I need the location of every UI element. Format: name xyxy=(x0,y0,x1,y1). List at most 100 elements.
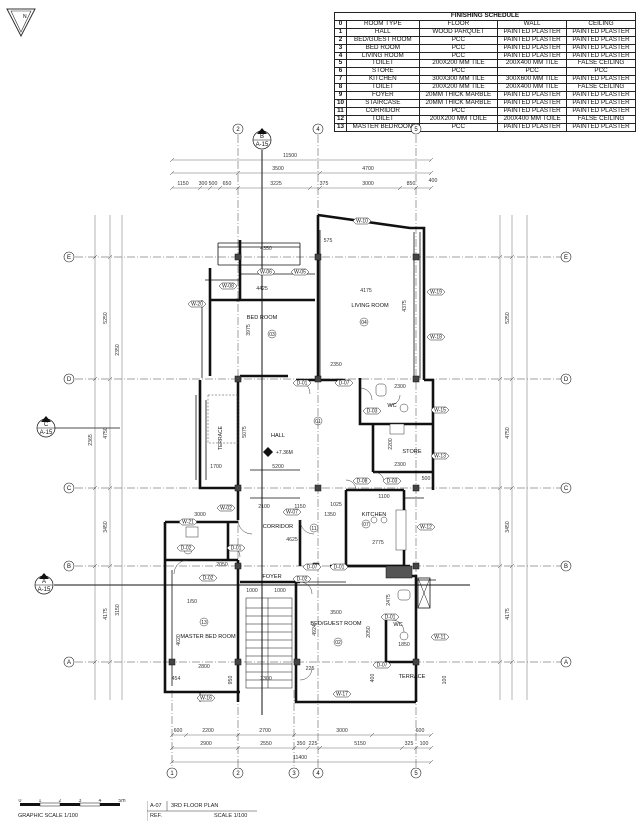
window-tag: W-18 xyxy=(426,333,446,341)
room-kitchen: KITCHEN xyxy=(362,512,387,518)
svg-text:5: 5 xyxy=(414,771,418,777)
svg-text:4020: 4020 xyxy=(176,634,182,646)
room-wc-right: WC xyxy=(387,403,396,409)
sheet-number: A-07 xyxy=(150,803,162,809)
grid-row-left-A: A xyxy=(63,656,75,668)
svg-text:W-15: W-15 xyxy=(434,408,446,414)
svg-text:0: 0 xyxy=(19,799,22,804)
grid-row-right-A: A xyxy=(560,656,572,668)
svg-text:04: 04 xyxy=(361,320,367,326)
door-tag: D-02 xyxy=(176,544,196,552)
svg-text:950: 950 xyxy=(228,676,234,685)
svg-text:A-15: A-15 xyxy=(38,587,51,593)
room-no-hall: 01 xyxy=(313,416,323,426)
door-tag: D-07 xyxy=(372,661,392,669)
dim-bot-10: 5150 xyxy=(354,741,366,747)
dim-bot-11: 325 xyxy=(405,741,414,747)
window-tag: W-12 xyxy=(416,523,436,531)
dim-bot-7: 2550 xyxy=(260,741,272,747)
svg-text:2200: 2200 xyxy=(388,438,394,450)
svg-text:100: 100 xyxy=(442,676,448,685)
svg-text:3: 3 xyxy=(79,799,82,804)
grid-col-bottom-1: 1 xyxy=(166,767,178,779)
walls xyxy=(163,213,435,704)
scale-label: SCALE 1/100 xyxy=(214,813,248,819)
svg-text:2: 2 xyxy=(236,771,240,777)
svg-text:D-03: D-03 xyxy=(367,409,378,415)
svg-text:D-03: D-03 xyxy=(387,479,398,485)
room-master-bed: MASTER BED ROOM xyxy=(180,634,236,640)
svg-text:W-02: W-02 xyxy=(220,506,232,512)
grid-row-left-B: B xyxy=(63,560,75,572)
svg-text:11: 11 xyxy=(311,526,316,532)
svg-text:2300: 2300 xyxy=(260,676,272,682)
svg-text:575: 575 xyxy=(324,238,333,244)
svg-text:W-10: W-10 xyxy=(356,219,368,225)
dim-right-3: 3450 xyxy=(505,521,511,533)
svg-text:D-02: D-02 xyxy=(203,576,214,582)
upper-terrace-outline xyxy=(207,394,239,444)
svg-text:3: 3 xyxy=(292,771,296,777)
svg-text:5200: 5200 xyxy=(272,464,284,470)
room-upper-terrace: TERRACE xyxy=(218,425,224,450)
svg-text:1850: 1850 xyxy=(398,642,410,648)
room-labels: BED ROOM 03 LIVING ROOM 04 HALL 01 +7.36… xyxy=(180,303,425,680)
svg-text:1: 1 xyxy=(170,771,174,777)
svg-text:D-07: D-07 xyxy=(377,663,388,669)
dim-top-4: 300 xyxy=(199,181,208,187)
svg-text:D-02: D-02 xyxy=(297,577,308,583)
svg-text:D-08: D-08 xyxy=(357,479,368,485)
dim-bot-3: 2700 xyxy=(259,728,271,734)
svg-text:02: 02 xyxy=(335,640,341,646)
room-bed-guest: BED/GUEST ROOM xyxy=(310,621,362,627)
graphic-scale-label: GRAPHIC SCALE 1/100 xyxy=(18,813,78,819)
dim-left-4: 4175 xyxy=(103,608,109,620)
grid-col-top-5: 5 xyxy=(410,123,422,135)
svg-text:W-13: W-13 xyxy=(434,454,446,460)
door-tag: D-02 xyxy=(198,574,218,582)
grid-row-right-D: D xyxy=(560,373,572,385)
dim-overall-top: 11500 xyxy=(283,153,297,159)
grid-col-bottom-2: 2 xyxy=(232,767,244,779)
svg-text:W-20: W-20 xyxy=(191,302,203,308)
svg-text:D: D xyxy=(67,377,72,383)
window-tag: W-02 xyxy=(216,504,236,512)
svg-text:2800: 2800 xyxy=(198,664,210,670)
dim-left-5: 2350 xyxy=(115,344,121,356)
svg-text:2: 2 xyxy=(59,799,62,804)
dim-right-1: 5250 xyxy=(505,312,511,324)
svg-text:W-08: W-08 xyxy=(222,284,234,290)
svg-text:4350: 4350 xyxy=(260,246,272,252)
window-tag: W-21 xyxy=(178,518,198,526)
top-dimensions: 11500 3500 4700 1150 300 500 650 3225 37… xyxy=(177,153,437,187)
window-tag: W-10 xyxy=(352,217,372,225)
door-tag: D-08 xyxy=(352,477,372,485)
svg-text:A-15: A-15 xyxy=(256,142,269,148)
room-no-living: 04 xyxy=(359,317,369,327)
door-tag: D-01 xyxy=(380,613,400,621)
svg-text:A: A xyxy=(42,579,46,585)
section-mark-left-C: C A-15 xyxy=(36,416,120,438)
grid-col-bottom-4: 4 xyxy=(312,767,324,779)
door-tag: D-01 xyxy=(292,379,312,387)
door-tag: D-01 xyxy=(329,563,349,571)
svg-text:1000: 1000 xyxy=(274,588,286,594)
svg-text:4175: 4175 xyxy=(360,288,372,294)
svg-text:W-07: W-07 xyxy=(286,510,298,516)
dim-bot-4: 3000 xyxy=(336,728,348,734)
level-marker-icon xyxy=(263,447,273,457)
svg-text:B: B xyxy=(260,134,264,140)
svg-text:D-01: D-01 xyxy=(297,381,308,387)
svg-text:C: C xyxy=(67,486,72,492)
svg-text:2050: 2050 xyxy=(216,562,228,568)
dim-bot-9: 225 xyxy=(309,741,318,747)
window-tag: W-19 xyxy=(426,288,446,296)
svg-text:500: 500 xyxy=(422,476,431,482)
shaft-hatch xyxy=(385,565,431,609)
svg-text:5075: 5075 xyxy=(242,426,248,438)
